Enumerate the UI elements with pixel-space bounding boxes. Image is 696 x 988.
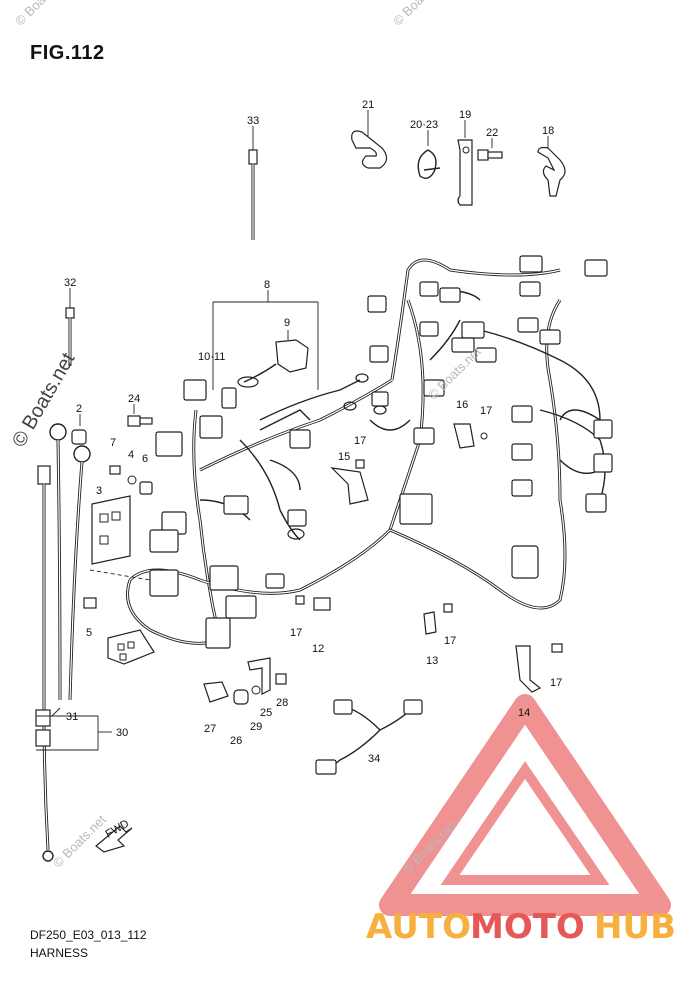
- callout-16: 16: [456, 399, 468, 411]
- callout-5: 5: [86, 627, 92, 639]
- callout-14: 14: [518, 707, 530, 719]
- callout-15: 15: [338, 451, 350, 463]
- callout-19: 19: [459, 109, 471, 121]
- callout-31: 31: [66, 711, 78, 723]
- part-19-bracket: [457, 120, 473, 206]
- callout-7: 7: [110, 437, 116, 449]
- callout-13: 13: [426, 655, 438, 667]
- part-34-sub-harness: [315, 699, 423, 775]
- part-13-bracket: [423, 603, 453, 635]
- logo-text-hub: HUB: [594, 907, 676, 947]
- part-2-terminal: [71, 414, 87, 445]
- callout-6: 6: [142, 453, 148, 465]
- logo-text-auto: AUTO: [366, 907, 471, 947]
- callout-28: 28: [276, 697, 288, 709]
- part-3-plate: [89, 495, 151, 581]
- callout-4: 4: [128, 449, 134, 461]
- part-24-bolt: [127, 404, 153, 427]
- part-33-cable-tie: [248, 126, 258, 240]
- callout-33: 33: [247, 115, 259, 127]
- callout-25: 25: [260, 707, 272, 719]
- callout-17b: 17: [354, 435, 366, 447]
- callout-8: 8: [264, 279, 270, 291]
- part-7-nut: [109, 465, 121, 475]
- figure-name: HARNESS: [30, 946, 89, 960]
- callout-21: 21: [362, 99, 374, 111]
- part-26-cap: [233, 689, 249, 705]
- callout-29: 29: [250, 721, 262, 733]
- callout-17a: 17: [480, 405, 492, 417]
- main-connector-block: [107, 629, 155, 665]
- part-22-bolt: [477, 138, 503, 161]
- callout-12: 12: [312, 643, 324, 655]
- part-25-bracket: [247, 657, 271, 695]
- part-12-bracket: [295, 595, 331, 611]
- callout-24: 24: [128, 393, 140, 405]
- callout-3: 3: [96, 485, 102, 497]
- harness-connectors: [149, 255, 613, 649]
- automotohub-logo: AUTO MOTO HUB: [366, 694, 676, 947]
- figure-title: FIG.112: [30, 42, 105, 64]
- callout-9: 9: [284, 317, 290, 329]
- part-20-23-clip: [417, 130, 441, 179]
- part-14-bracket: [515, 643, 563, 693]
- part-28-bolt: [275, 673, 287, 685]
- part-9-relay: [237, 330, 309, 388]
- part-5-nut: [83, 597, 97, 609]
- callout-10-11: 10·11: [198, 351, 225, 363]
- callout-22: 22: [486, 127, 498, 139]
- callout-labels: 33 21 20·23 19 22 18 32 8 9 10·11 24 2 7…: [64, 99, 562, 765]
- part-32-cable-tie: [65, 288, 75, 366]
- part-4-washer: [127, 475, 137, 485]
- part-15-bracket: [330, 459, 369, 505]
- callout-27: 27: [204, 723, 216, 735]
- part-18-clamp: [537, 136, 566, 197]
- part-27-connector: [203, 681, 229, 703]
- callout-18: 18: [542, 125, 554, 137]
- part-29-washer: [251, 685, 261, 695]
- callout-17e: 17: [550, 677, 562, 689]
- part-1-battery-cable: [35, 423, 91, 862]
- callout-34: 34: [368, 753, 380, 765]
- figure-code: DF250_E03_013_112: [30, 928, 147, 942]
- callout-17d: 17: [444, 635, 456, 647]
- part-30-31-callout: [36, 707, 112, 751]
- part-16-bracket: [453, 423, 488, 449]
- callout-17c: 17: [290, 627, 302, 639]
- logo-text-moto: MOTO: [470, 907, 585, 947]
- callout-20-23: 20·23: [410, 119, 438, 131]
- callout-2: 2: [76, 403, 82, 415]
- callout-32: 32: [64, 277, 76, 289]
- part-6-grommet: [139, 481, 153, 495]
- callout-26: 26: [230, 735, 242, 747]
- part-8-callout: [212, 290, 319, 390]
- part-21-clamp: [351, 110, 388, 169]
- callout-30: 30: [116, 727, 128, 739]
